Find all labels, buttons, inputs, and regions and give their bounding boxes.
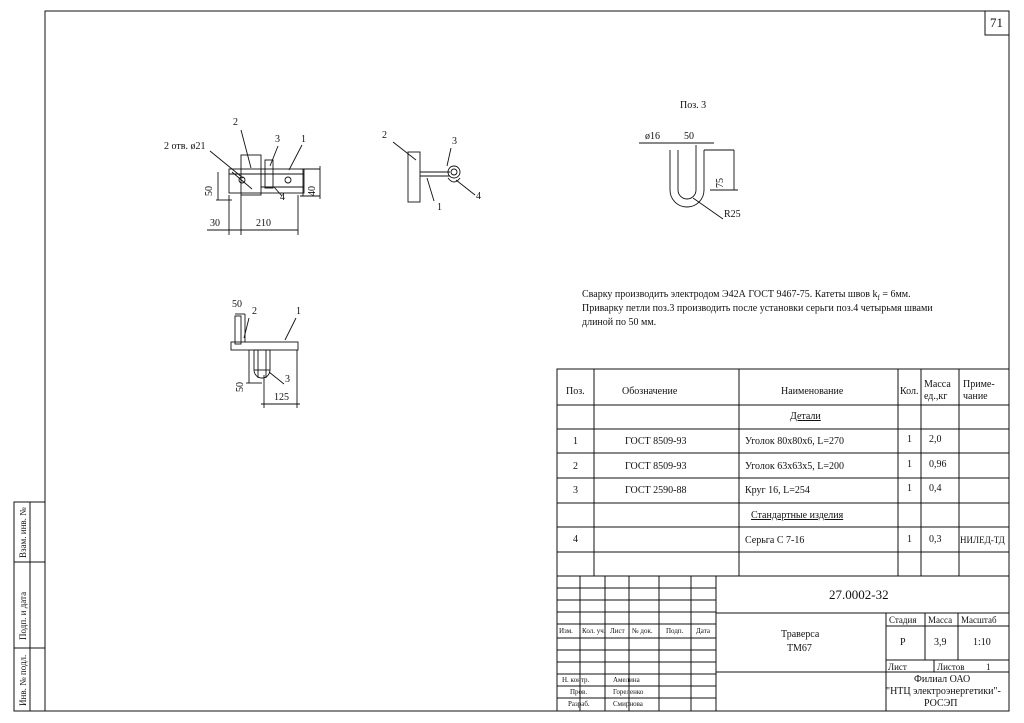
spec-row-1-name: Уголок 80х80х6, L=270 (745, 436, 845, 447)
spec-row-4-mass: 0,3 (929, 534, 942, 545)
view1-pos2: 2 (233, 117, 238, 128)
stamp-signature-date: Подп. и дата (18, 591, 28, 640)
view2-pos2: 2 (382, 130, 387, 141)
note-line-1-end: = 6мм. (879, 289, 911, 300)
spec-row-3-pos: 3 (573, 485, 578, 496)
tb-name-3: Смирнова (613, 700, 643, 708)
view1-geometry (207, 129, 321, 235)
view1-dim-30: 30 (210, 218, 220, 229)
view2-pos3: 3 (452, 136, 457, 147)
product-name: Траверса (781, 629, 820, 640)
spec-header-note: Приме-чание (963, 379, 995, 402)
tb-scale-label: Масштаб (961, 615, 997, 625)
view3-dim-50: 50 (684, 131, 694, 142)
spec-section-std: Стандартные изделия (751, 510, 844, 521)
spec-header-designation: Обозначение (622, 386, 678, 397)
stamp-replaced-inv: Взам. инв. № (18, 507, 28, 558)
note-line-3: длиной по 50 мм. (582, 317, 657, 328)
spec-row-1-pos: 1 (573, 436, 578, 447)
spec-row-3-mass: 0,4 (929, 483, 942, 494)
note-line-1-sub: f (877, 294, 880, 302)
spec-row-4-qty: 1 (907, 534, 912, 545)
tb-sheets-label: Листов (937, 662, 965, 672)
spec-row-2-name: Уголок 63х63х5, L=200 (745, 461, 845, 472)
spec-row-2-qty: 1 (907, 459, 912, 470)
view1-pos4: 4 (280, 192, 285, 203)
view4-pos2: 2 (252, 306, 257, 317)
spec-row-4-note: НИЛЕД-ТД (960, 535, 1005, 545)
tb-org-2: "НТЦ электроэнергетики"- (886, 686, 1001, 697)
tb-scale: 1:10 (973, 637, 991, 648)
view1-holes-label: 2 отв. ø21 (164, 141, 206, 152)
spec-row-1-designation: ГОСТ 8509-93 (625, 436, 687, 447)
page-number: 71 (990, 15, 1003, 30)
tb-mass: 3,9 (934, 637, 947, 648)
stamp-inv-original: Инв. № подл. (18, 654, 28, 706)
tb-role-1: Н. контр. (562, 676, 590, 684)
view4-dim-50-side: 50 (235, 382, 246, 392)
spec-row-4-pos: 4 (573, 534, 578, 545)
product-code: ТМ67 (787, 643, 812, 654)
note-line-2: Приварку петли поз.3 производить после у… (582, 303, 933, 314)
note-line-1-text: Сварку производить электродом Э42А ГОСТ … (582, 289, 878, 300)
tb-sheet-label: Лист (888, 662, 907, 672)
tb-role-2: Пров. (570, 688, 588, 696)
spec-header-mass: Масса ед.,кг (924, 379, 951, 402)
view4-pos3: 3 (285, 374, 290, 385)
tb-stage-label: Стадия (889, 615, 917, 625)
spec-row-2-pos: 2 (573, 461, 578, 472)
spec-row-2-mass: 0,96 (929, 459, 947, 470)
view4-dim-125: 125 (274, 392, 289, 403)
tb-sheets-count: 1 (986, 662, 991, 672)
tb-col-docno: № док. (632, 627, 653, 635)
doc-number: 27.0002-32 (829, 587, 889, 602)
spec-header-pos: Поз. (566, 386, 585, 397)
view2-pos1: 1 (437, 202, 442, 213)
view3-title: Поз. 3 (680, 100, 707, 111)
tb-stage: Р (900, 637, 906, 648)
spec-row-3-name: Круг 16, L=254 (745, 485, 810, 496)
view3-geometry (639, 142, 738, 220)
view2-geometry (392, 141, 476, 203)
tb-col-sheet: Лист (610, 627, 625, 635)
view2-pos4: 4 (476, 191, 481, 202)
tb-name-1: Амелина (613, 676, 640, 684)
tb-org-3: РОСЭП (924, 698, 958, 709)
spec-row-1-qty: 1 (907, 434, 912, 445)
view3-dim-d16: ø16 (645, 131, 660, 142)
tb-col-change: Изм. (559, 627, 573, 635)
spec-row-1-mass: 2,0 (929, 434, 942, 445)
view1-dim-40: 40 (307, 186, 318, 196)
note-line-1: Сварку производить электродом Э42А ГОСТ … (582, 290, 911, 302)
view4-geometry (230, 313, 300, 408)
view3-dim-75: 75 (715, 178, 726, 188)
spec-row-3-designation: ГОСТ 2590-88 (625, 485, 687, 496)
view3-dim-r25: R25 (724, 209, 741, 220)
view4-dim-50-top: 50 (232, 299, 242, 310)
spec-row-4-name: Серьга С 7-16 (745, 535, 805, 546)
tb-name-2: Гореленко (613, 688, 644, 696)
view4-pos1: 1 (296, 306, 301, 317)
tb-col-count: Кол. уч. (582, 627, 606, 635)
view1-dim-50: 50 (204, 186, 215, 196)
tb-org-1: Филиал ОАО (914, 674, 971, 685)
view1-pos1: 1 (301, 134, 306, 145)
tb-col-date: Дата (696, 627, 710, 635)
view1-pos3: 3 (275, 134, 280, 145)
spec-header-qty: Кол. (900, 386, 919, 397)
spec-row-3-qty: 1 (907, 483, 912, 494)
view1-dim-210: 210 (256, 218, 271, 229)
tb-mass-label: Масса (928, 615, 953, 625)
tb-col-sign: Подп. (666, 627, 684, 635)
spec-section-parts: Детали (790, 411, 821, 422)
tb-role-3: Разраб. (568, 700, 590, 708)
spec-header-name: Наименование (781, 386, 844, 397)
spec-row-2-designation: ГОСТ 8509-93 (625, 461, 687, 472)
